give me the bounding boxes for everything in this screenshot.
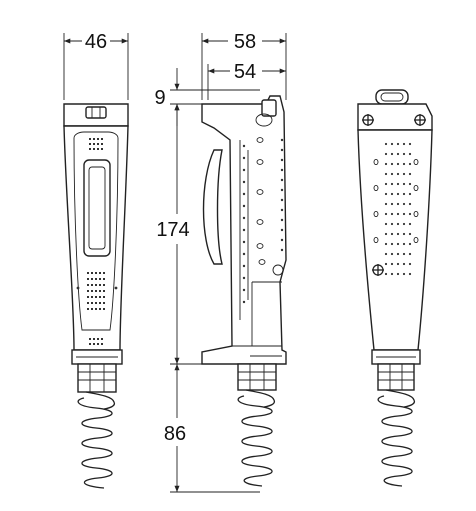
- dimension-cable-length: 86: [164, 423, 186, 445]
- dimension-side-depth-total: 58: [234, 31, 256, 53]
- dimension-front-width: 46: [85, 31, 107, 53]
- dimension-top-offset: 9: [154, 87, 165, 109]
- side-view: 58 54 9 174 86: [154, 31, 287, 493]
- dimension-handle-length: 174: [156, 219, 189, 241]
- dimension-side-depth-body: 54: [234, 61, 256, 83]
- front-view: 46: [63, 31, 129, 489]
- back-view: [357, 89, 433, 487]
